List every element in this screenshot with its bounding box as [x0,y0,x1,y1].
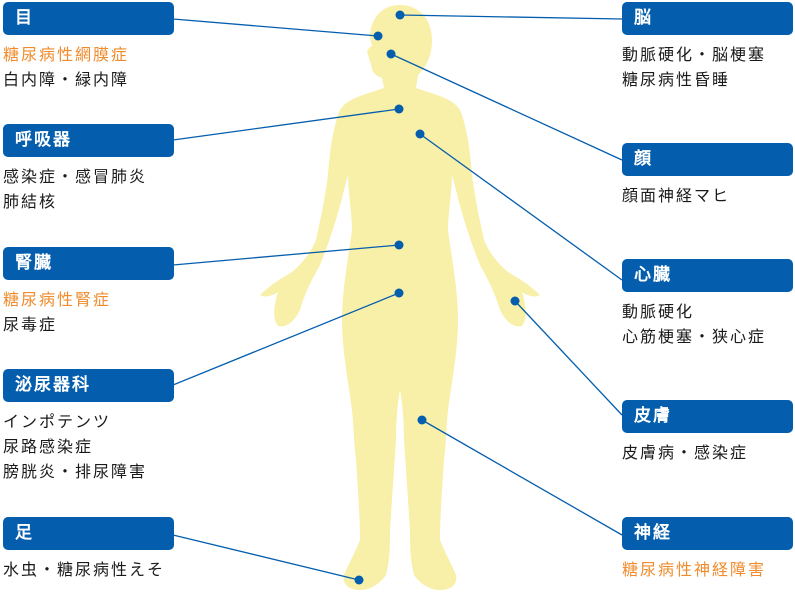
disease-item: 肺結核 [3,192,58,211]
heart-point-icon [415,129,425,139]
disease-item: 皮膚病・感染症 [622,443,749,462]
organ-label-face: 顔 [622,143,793,176]
nerve-point-icon [417,415,427,425]
disease-list: 糖尿病性腎症 尿毒症 [3,287,174,337]
organ-label-eye: 目 [3,2,174,35]
organ-label-respiratory: 呼吸器 [3,124,174,157]
disease-list: 動脈硬化・脳梗塞 糖尿病性昏睡 [622,42,793,92]
organ-skin: 皮膚 皮膚病・感染症 [622,400,793,465]
face-point-icon [386,49,396,59]
organ-brain: 脳 動脈硬化・脳梗塞 糖尿病性昏睡 [622,2,793,92]
disease-item: 心筋梗塞・狭心症 [622,327,767,346]
disease-item: 膀胱炎・排尿障害 [3,462,148,481]
respiratory-point-icon [394,104,404,114]
organ-face: 顔 顔面神経マヒ [622,143,793,208]
disease-list: 水虫・糖尿病性えそ [3,557,174,582]
organ-eye: 目 糖尿病性網膜症 白内障・緑内障 [3,2,174,92]
disease-item: 糖尿病性昏睡 [622,70,731,89]
organ-heart: 心臓 動脈硬化 心筋梗塞・狭心症 [622,259,793,349]
organ-label-foot: 足 [3,517,174,550]
organ-respiratory: 呼吸器 感染症・感冒肺炎 肺結核 [3,124,174,214]
disease-item: インポテンツ [3,412,112,431]
disease-item: 動脈硬化 [622,302,695,321]
organ-label-kidney: 腎臓 [3,247,174,280]
disease-list: 皮膚病・感染症 [622,440,793,465]
body-silhouette [260,5,540,590]
eye-point-icon [373,31,383,41]
pointer-lines [172,14,623,581]
disease-item: 糖尿病性腎症 [3,290,112,309]
organ-label-nerve: 神経 [622,517,793,550]
disease-list: 顔面神経マヒ [622,183,793,208]
disease-item: 白内障・緑内障 [3,70,130,89]
organ-urology: 泌尿器科 インポテンツ 尿路感染症 膀胱炎・排尿障害 [3,369,174,484]
disease-list: 動脈硬化 心筋梗塞・狭心症 [622,299,793,349]
organ-label-brain: 脳 [622,2,793,35]
disease-list: 糖尿病性神経障害 [622,557,793,582]
organ-label-urology: 泌尿器科 [3,369,174,402]
organ-kidney: 腎臓 糖尿病性腎症 尿毒症 [3,247,174,337]
disease-item: 尿路感染症 [3,437,94,456]
disease-item: 尿毒症 [3,315,58,334]
foot-point-icon [354,575,364,585]
disease-list: 感染症・感冒肺炎 肺結核 [3,164,174,214]
organ-label-skin: 皮膚 [622,400,793,433]
disease-item: 水虫・糖尿病性えそ [3,560,166,579]
disease-item: 感染症・感冒肺炎 [3,167,148,186]
disease-list: 糖尿病性網膜症 白内障・緑内障 [3,42,174,92]
brain-point-icon [395,10,405,20]
kidney-point-icon [394,240,404,250]
skin-point-icon [510,296,520,306]
disease-item: 糖尿病性網膜症 [3,45,130,64]
organ-nerve: 神経 糖尿病性神経障害 [622,517,793,582]
disease-list: インポテンツ 尿路感染症 膀胱炎・排尿障害 [3,409,174,484]
organ-foot: 足 水虫・糖尿病性えそ [3,517,174,582]
disease-item: 動脈硬化・脳梗塞 [622,45,767,64]
disease-item: 顔面神経マヒ [622,186,731,205]
disease-item: 糖尿病性神経障害 [622,560,767,579]
pointer-dots [354,10,520,585]
urology-point-icon [394,288,404,298]
organ-label-heart: 心臓 [622,259,793,292]
